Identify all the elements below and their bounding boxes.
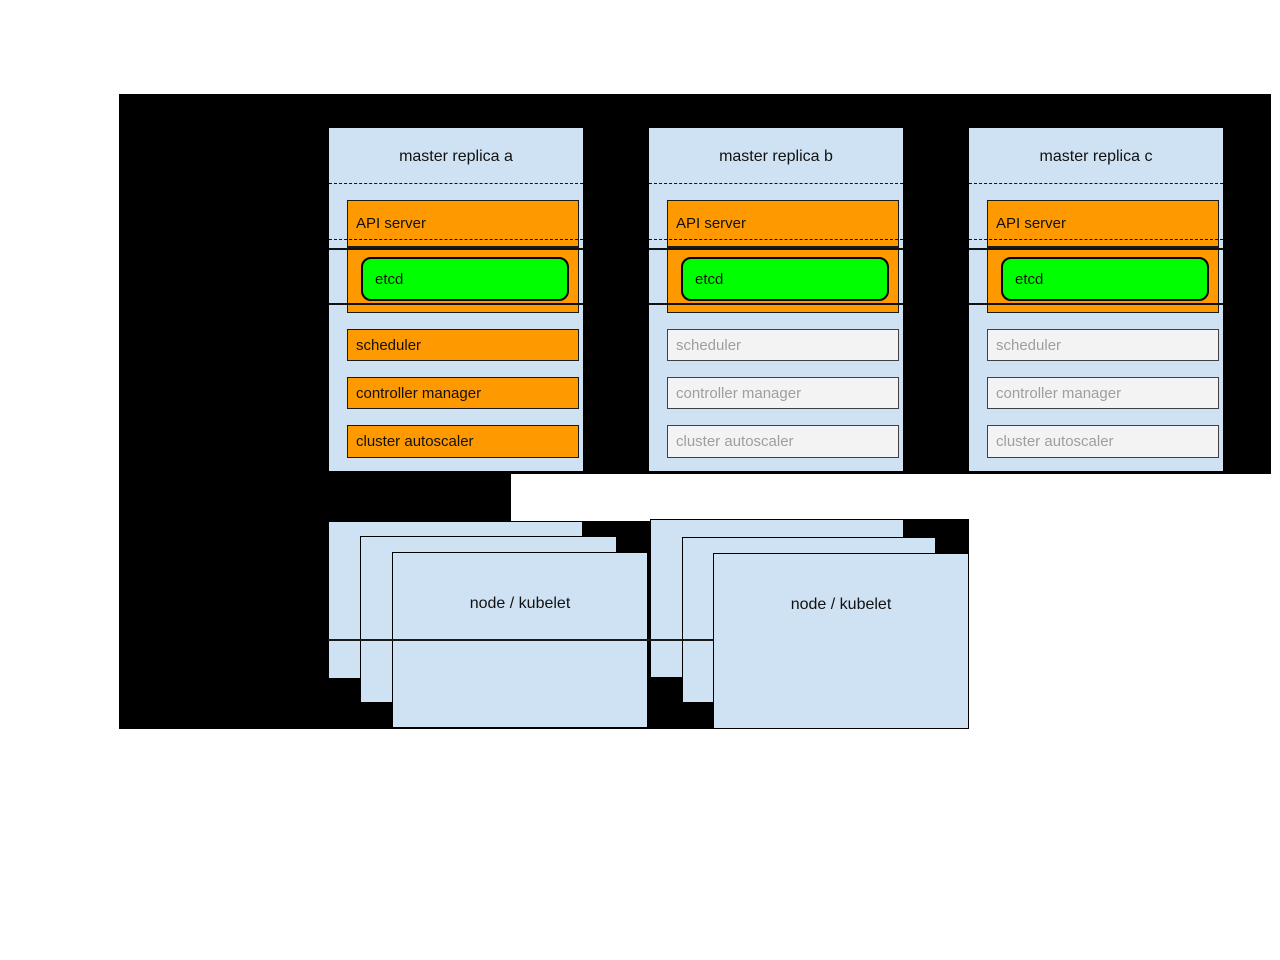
controller-manager-box: controller manager xyxy=(347,377,579,409)
etcd-box: etcd xyxy=(1001,257,1209,301)
divider-dashed xyxy=(969,183,1223,184)
node-label: node / kubelet xyxy=(469,595,571,612)
divider-dashed xyxy=(649,239,903,240)
divider-dashed xyxy=(969,239,1223,240)
scheduler-box: scheduler xyxy=(347,329,579,361)
divider-dashed xyxy=(329,183,583,184)
etcd-cluster-line xyxy=(649,303,903,305)
master-replica-c-box: master replica c API server etcd schedul… xyxy=(968,127,1224,472)
node-label: node / kubelet xyxy=(790,596,892,613)
controller-manager-box: controller manager xyxy=(667,377,899,409)
etcd-cluster-line xyxy=(329,303,583,305)
etcd-cluster-line xyxy=(329,248,583,250)
master-title: master replica c xyxy=(1039,148,1153,165)
divider-dashed xyxy=(649,183,903,184)
cluster-autoscaler-box: cluster autoscaler xyxy=(347,425,579,458)
etcd-cluster-line xyxy=(649,248,903,250)
etcd-cluster-line xyxy=(969,248,1223,250)
scheduler-box: scheduler xyxy=(987,329,1219,361)
node-box-front: node / kubelet xyxy=(713,553,969,729)
etcd-cluster-line xyxy=(969,303,1223,305)
controller-manager-box: controller manager xyxy=(987,377,1219,409)
master-replica-a-box: master replica a API server etcd schedul… xyxy=(328,127,584,472)
etcd-box: etcd xyxy=(361,257,569,301)
master-title: master replica b xyxy=(719,148,833,165)
scheduler-box: scheduler xyxy=(667,329,899,361)
divider-dashed xyxy=(329,239,583,240)
cluster-autoscaler-box: cluster autoscaler xyxy=(987,425,1219,458)
master-title: master replica a xyxy=(399,148,513,165)
etcd-box: etcd xyxy=(681,257,889,301)
master-replica-b-box: master replica b API server etcd schedul… xyxy=(648,127,904,472)
node-connection-line xyxy=(328,639,714,641)
cluster-autoscaler-box: cluster autoscaler xyxy=(667,425,899,458)
